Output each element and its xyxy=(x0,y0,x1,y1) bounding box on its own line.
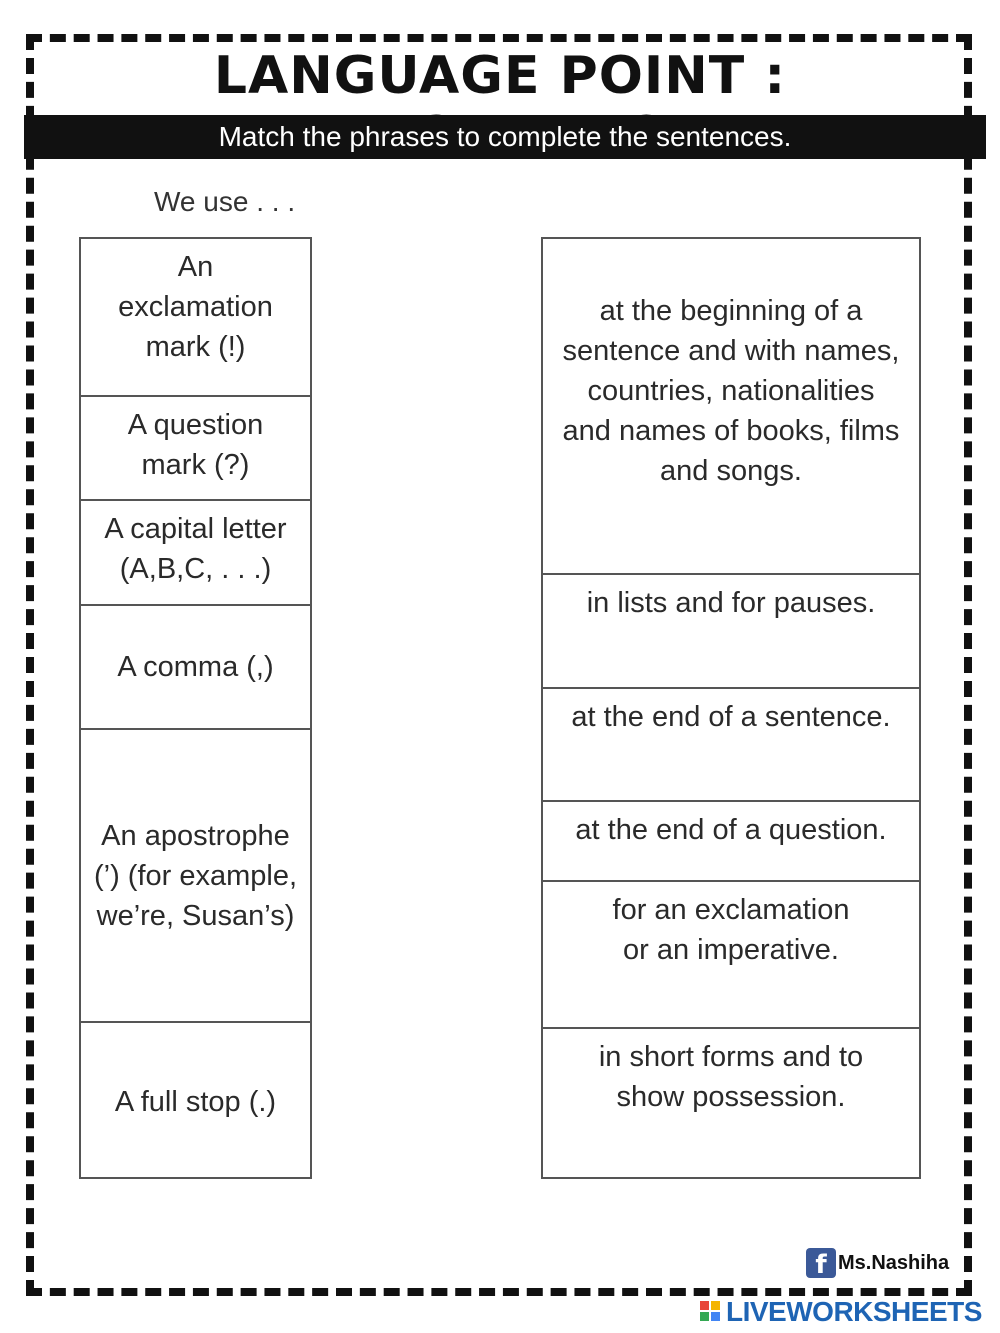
liveworksheets-logo-icon xyxy=(700,1301,722,1323)
left-item-apostrophe[interactable]: An apostrophe (’) (for example, we’re, S… xyxy=(81,730,310,1023)
right-item-comma-usage[interactable]: in lists and for pauses. xyxy=(543,575,919,689)
left-item-capital-letter[interactable]: A capital letter (A,B,C, . . .) xyxy=(81,501,310,606)
author-credit: f Ms.Nashiha xyxy=(806,1248,950,1280)
left-item-full-stop[interactable]: A full stop (.) xyxy=(114,1086,277,1118)
right-item-full-stop-usage[interactable]: at the end of a sentence. xyxy=(543,689,919,802)
facebook-icon: f xyxy=(806,1248,836,1280)
liveworksheets-brand[interactable]: LIVEWORKSHEETS xyxy=(700,1296,982,1328)
right-item-exclamation-usage[interactable]: for an exclamation or an imperative. xyxy=(543,882,919,1029)
liveworksheets-label: LIVEWORKSHEETS xyxy=(726,1296,982,1327)
instruction-banner: Match the phrases to complete the senten… xyxy=(24,115,986,159)
left-item-exclamation[interactable]: An exclamation mark (!) xyxy=(81,239,310,397)
author-name: Ms.Nashiha xyxy=(838,1251,950,1274)
right-item-capital-usage[interactable]: at the beginning of a sentence and with … xyxy=(543,239,919,575)
left-column: An exclamation mark (!) A question mark … xyxy=(79,237,312,1179)
left-item-comma[interactable]: A comma (,) xyxy=(81,606,310,730)
right-item-apostrophe-usage[interactable]: in short forms and to show possession. xyxy=(598,1041,864,1113)
right-item-question-usage[interactable]: at the end of a question. xyxy=(543,802,919,882)
right-column: at the beginning of a sentence and with … xyxy=(541,237,921,1179)
intro-text: We use . . . xyxy=(154,186,296,217)
dashed-border xyxy=(26,34,972,1296)
left-item-question-mark[interactable]: A question mark (?) xyxy=(81,397,310,501)
